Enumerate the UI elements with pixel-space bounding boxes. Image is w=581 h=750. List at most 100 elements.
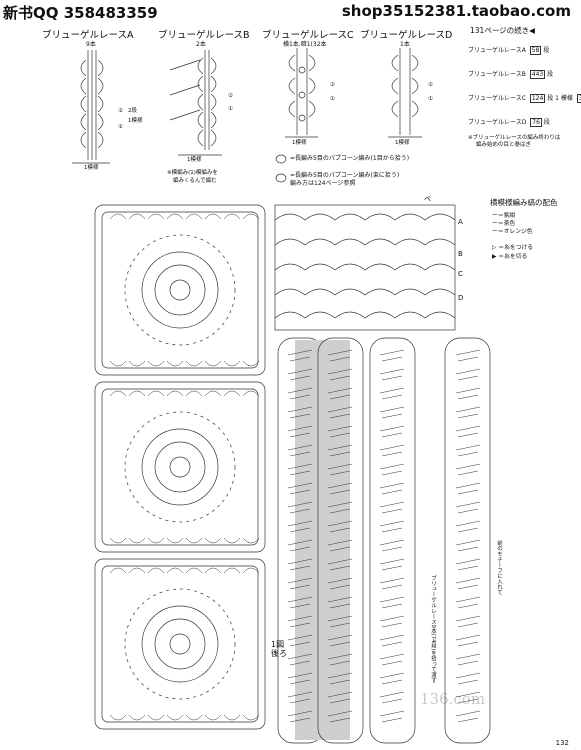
lace-b-note-1: ※模編み(1)模編みを (167, 170, 218, 176)
continued-row-a: ブリューゲルレースA 58 段 (468, 45, 549, 55)
legend-mark-cut: ▶ ＝糸を切る (492, 254, 528, 260)
stitch-tick (287, 672, 313, 685)
stitch-tick (379, 710, 405, 723)
lace-b-mark-1: ① (228, 106, 233, 112)
stitch-tick (287, 368, 313, 381)
vertical-note-motif: 前のモチーフに入れて (496, 540, 502, 595)
stitch-tick (287, 501, 313, 514)
vertical-note-lace: ブリューゲルレース9本(74段)を拾って渡す (430, 575, 436, 684)
motif-scallop (128, 213, 146, 367)
continued-note-1: ※ブリューゲルレースの編み終わりは (468, 135, 561, 141)
stitch-tick (287, 387, 313, 400)
stitch-tick (455, 672, 481, 685)
stitch-tick (327, 406, 353, 419)
lace-b-count: 2本 (196, 41, 206, 48)
stitch-tick (379, 368, 405, 381)
stitch-tick (379, 634, 405, 647)
lace-c-count: 横1本,暗1(32本 (283, 41, 327, 48)
legend-item-brown: ー＝茶色 (492, 221, 516, 227)
stitch-tick (327, 615, 353, 628)
stitch-tick (327, 501, 353, 514)
lace-b-strip (169, 50, 222, 156)
stitch-tick (287, 653, 313, 666)
stitch-tick (379, 691, 405, 704)
continued-title: 131ページの続き◀ (470, 26, 535, 35)
motif-scallop (204, 390, 222, 544)
motif-scallop (147, 390, 165, 544)
stitch-tick (379, 577, 405, 590)
legend-item-navy: ー＝紫紺 (492, 213, 516, 219)
continued-note-2: 編み始めの目と巻はぎ (476, 142, 532, 148)
motif-scallop (166, 390, 184, 544)
lace-a-count: 9本 (86, 41, 96, 48)
stitch-tick (287, 482, 313, 495)
stitch-tick (287, 691, 313, 704)
stitch-tick (379, 444, 405, 457)
motif-scallop (223, 390, 241, 544)
motif-scallop (242, 213, 260, 367)
continued-row-d: ブリューゲルレースD 76 段 (468, 117, 550, 127)
stitch-tick (287, 634, 313, 647)
stitch-tick (287, 425, 313, 438)
motif-scallop (166, 567, 184, 721)
motif-scallop (185, 213, 203, 367)
lace-a-mark-1: ① (118, 124, 123, 130)
stitch-tick (287, 463, 313, 476)
continued-row-c-repeat-num: 1 (555, 95, 559, 102)
figure-1-number: 1図 (271, 640, 285, 649)
stitch-tick (379, 406, 405, 419)
stitch-tick (379, 482, 405, 495)
stitch-tick (379, 349, 405, 362)
motif-scallop (185, 390, 203, 544)
stitch-tick (379, 425, 405, 438)
continued-row-c-repeat-unit: 模様 (560, 95, 573, 102)
lace-d-strip (388, 48, 422, 138)
stitch-tick (455, 615, 481, 628)
lace-d-mark-2: ② (428, 82, 433, 88)
motif-scallop (204, 567, 222, 721)
motif-scallop (109, 567, 127, 721)
lace-b-mark-2: ② (228, 93, 233, 99)
stitch-tick (455, 577, 481, 590)
stitch-tick (287, 349, 313, 362)
stitch-tick (327, 425, 353, 438)
stitch-tick (327, 634, 353, 647)
motif-scallop (109, 390, 127, 544)
continued-row-c: ブリューゲルレースC 124 段 1 模様 36 段 暗1 (468, 93, 581, 103)
continued-row-c-label: ブリューゲルレースC (468, 95, 526, 102)
motif-scallop (242, 390, 260, 544)
motif-scallop (147, 213, 165, 367)
stitch-tick (455, 634, 481, 647)
stitch-tick (287, 710, 313, 723)
continued-row-c-unit: 段 (547, 95, 554, 102)
header-left-text: 新书QQ 358483359 (3, 4, 158, 22)
popcorn-note-1: =長編み5目のパプコーン編み(1目から拾う) (290, 155, 410, 162)
motif-scallop (128, 567, 146, 721)
stitch-tick (455, 425, 481, 438)
motif-scallop (185, 567, 203, 721)
stitch-tick (287, 520, 313, 533)
vertical-panels (277, 337, 491, 744)
stitch-tick (379, 615, 405, 628)
lace-d-title: ブリューゲルレースD (360, 30, 453, 41)
lace-a-strip (72, 50, 110, 164)
lace-b-repeat-label: 1模様 (187, 157, 202, 163)
band-label-d: D (458, 294, 464, 302)
stitch-tick (327, 482, 353, 495)
motif-scallop (166, 213, 184, 367)
lace-d-count: 1本 (400, 41, 410, 48)
stitch-tick (455, 596, 481, 609)
lace-c-mark-1: ① (330, 96, 335, 102)
continued-row-c-value-2: 36 (576, 94, 581, 103)
stitch-tick (455, 710, 481, 723)
continued-row-a-label: ブリューゲルレースA (468, 47, 526, 54)
stitch-tick (287, 596, 313, 609)
stitch-tick (379, 672, 405, 685)
horizontal-band (274, 204, 456, 331)
figure-1-label: 1図 後ろ (271, 640, 287, 658)
stitch-tick (379, 387, 405, 400)
stitch-tick (327, 463, 353, 476)
stitch-tick (379, 520, 405, 533)
stitch-tick (379, 653, 405, 666)
